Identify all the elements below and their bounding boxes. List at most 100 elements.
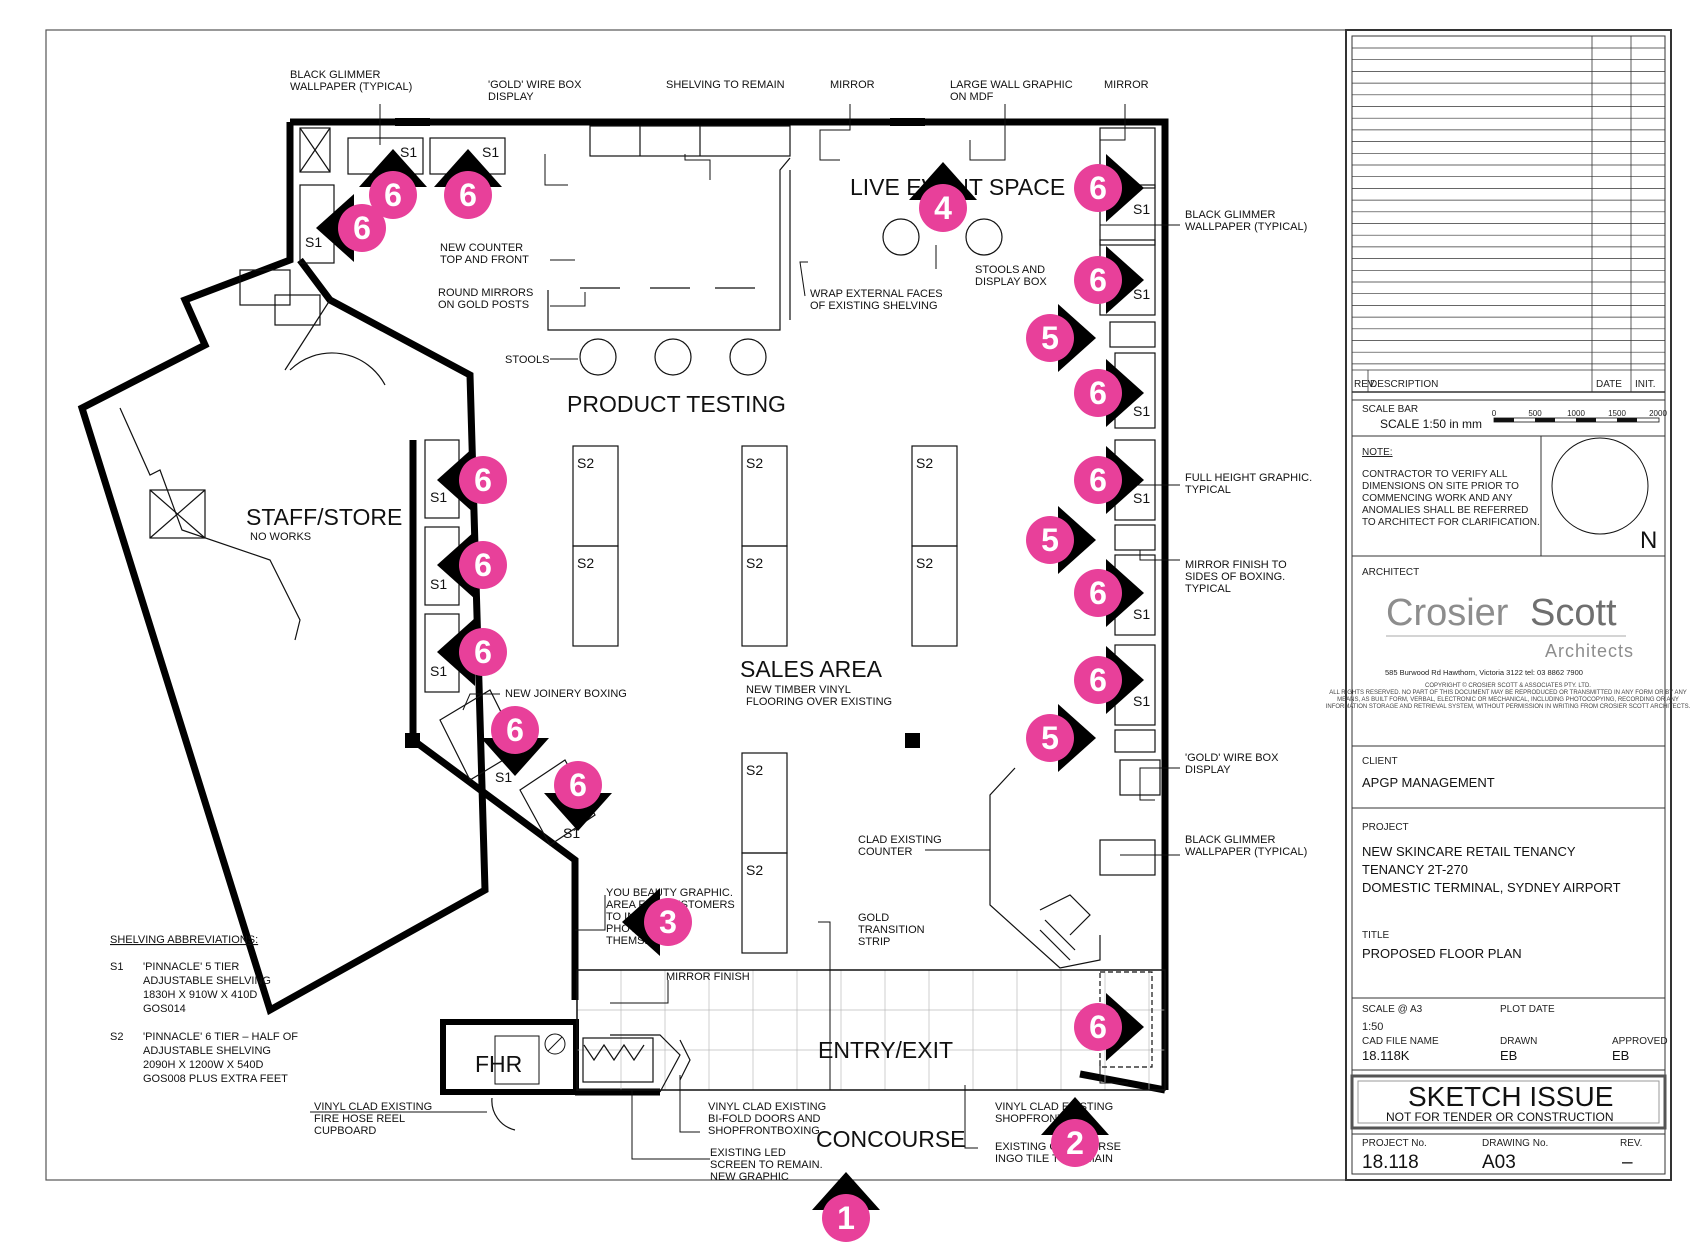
shelf-code-s1: S1 [430, 489, 447, 505]
label-stools-display: DISPLAY BOX [975, 276, 1047, 288]
tb-rev-label: REV. [1620, 1138, 1642, 1149]
callout-marker-m6: 6 [1074, 446, 1144, 514]
tb-drawn-value: EB [1500, 1048, 1517, 1063]
label-clad-counter: CLAD EXISTING [858, 834, 942, 846]
label-vinyl-bifold: SHOPFRONTBOXING [708, 1125, 820, 1137]
copyright-line: COPYRIGHT © CROSIER SCOTT & ASSOCIATES P… [1425, 682, 1591, 689]
callout-number: 6 [384, 177, 402, 213]
tb-drawn-label: DRAWN [1500, 1036, 1537, 1047]
scale-tick: 500 [1528, 409, 1542, 418]
label-vinyl-shopfront: SHOPFRONT [995, 1113, 1064, 1125]
callout-marker-m1: 1 [812, 1172, 880, 1242]
shelf-code-s1: S1 [1133, 201, 1150, 217]
tb-plot-date-label: PLOT DATE [1500, 1004, 1555, 1015]
callout-number: 6 [1089, 462, 1107, 498]
shelf-code-s1: S1 [1133, 403, 1150, 419]
callout-marker-m6: 6 [434, 149, 502, 219]
label-shelving-to-remain: SHELVING TO REMAIN [666, 79, 785, 91]
shelf-code-s1: S1 [495, 769, 512, 785]
label-wrap-external: OF EXISTING SHELVING [810, 300, 938, 312]
label-vinyl-fire: CUPBOARD [314, 1125, 376, 1137]
scale-tick: 2000 [1649, 409, 1667, 418]
shelf-code-s1: S1 [563, 825, 580, 841]
callout-number: 5 [1041, 320, 1059, 356]
label-new-joinery: NEW JOINERY BOXING [505, 688, 627, 700]
label-full-height: TYPICAL [1185, 484, 1231, 496]
shelving-legend: SHELVING ABBREVIATIONS: S1 S2 'PINNACLE'… [110, 934, 298, 1085]
copyright-line: ALL RIGHTS RESERVED. NO PART OF THIS DOC… [1329, 690, 1687, 696]
copyright-line: INFORMATION STORAGE AND RETRIEVAL SYSTEM… [1326, 704, 1691, 710]
label-gold-wire-box-2: 'GOLD' WIRE BOX [1185, 752, 1279, 764]
callout-number: 6 [569, 767, 587, 803]
room-entry-exit: ENTRY/EXIT [818, 1037, 953, 1063]
tb-cad-label: CAD FILE NAME [1362, 1036, 1439, 1047]
callout-marker-m6: 6 [437, 446, 507, 514]
label-black-glimmer-1: BLACK GLIMMER [290, 69, 381, 81]
callout-number: 6 [459, 177, 477, 213]
shelf-code-s1: S1 [430, 576, 447, 592]
shelf-code-s1: S1 [305, 234, 322, 250]
legend-s2-desc: 'PINNACLE' 6 TIER – HALF OF [143, 1031, 298, 1043]
title-block: REV. DESCRIPTION DATE INIT. SCALE BAR SC… [1326, 29, 1691, 1181]
callout-number: 3 [659, 904, 677, 940]
legend-s1-desc: ADJUSTABLE SHELVING [143, 975, 271, 987]
tb-title: PROPOSED FLOOR PLAN [1362, 946, 1522, 961]
label-mirror-1: MIRROR [830, 79, 875, 91]
tb-drawing-no-label: DRAWING No. [1482, 1138, 1548, 1149]
label-gold-transition: GOLD [858, 912, 889, 924]
label-flooring: NEW TIMBER VINYL [746, 684, 851, 696]
label-vinyl-bifold: BI-FOLD DOORS AND [708, 1113, 821, 1125]
room-staff-store: STAFF/STORE [246, 504, 402, 530]
label-gold-wire-box-1: 'GOLD' WIRE BOX [488, 79, 582, 91]
tb-scale-mm: SCALE 1:50 in mm [1380, 417, 1482, 431]
label-stools-display: STOOLS AND [975, 264, 1045, 276]
tb-client: APGP MANAGEMENT [1362, 775, 1495, 790]
callout-number: 6 [1089, 170, 1107, 206]
label-full-height: FULL HEIGHT GRAPHIC. [1185, 472, 1312, 484]
callout-marker-m6: 6 [437, 618, 507, 686]
callout-number: 6 [474, 462, 492, 498]
callout-marker-m5: 5 [1026, 304, 1096, 372]
label-new-counter: NEW COUNTER [440, 242, 523, 254]
callout-number: 6 [353, 210, 371, 246]
shelf-code-s1: S1 [482, 144, 499, 160]
north-point [1551, 437, 1649, 535]
callout-marker-m2: 2 [1041, 1097, 1109, 1167]
note-line: CONTRACTOR TO VERIFY ALL [1362, 469, 1508, 480]
shelf-code-s2: S2 [746, 455, 763, 471]
tb-scale-value: 1:50 [1362, 1021, 1383, 1033]
label-gold-wire-box-1: DISPLAY [488, 91, 534, 103]
callout-number: 6 [1089, 375, 1107, 411]
shelf-code-s2: S2 [746, 555, 763, 571]
fhr-cupboard [440, 1019, 579, 1095]
label-clad-counter: COUNTER [858, 846, 912, 858]
tb-note-title: NOTE: [1362, 447, 1393, 458]
label-vinyl-fire: FIRE HOSE REEL [314, 1113, 405, 1125]
legend-s1-code: S1 [110, 961, 123, 973]
label-vinyl-shopfront: VINYL CLAD EXISTING [995, 1101, 1113, 1113]
tb-project-no: 18.118 [1362, 1152, 1419, 1173]
shelf-code-s1: S1 [1133, 606, 1150, 622]
firm-logo-part2: Scott [1530, 592, 1617, 634]
label-new-counter: TOP AND FRONT [440, 254, 529, 266]
project-line: DOMESTIC TERMINAL, SYDNEY AIRPORT [1362, 880, 1621, 895]
label-large-wall-graphic: LARGE WALL GRAPHIC [950, 79, 1073, 91]
tb-scale-bar-label: SCALE BAR [1362, 404, 1418, 415]
scale-tick: 1500 [1608, 409, 1626, 418]
callout-marker-m6: 6 [1074, 993, 1144, 1061]
callout-marker-m6: 6 [1074, 246, 1144, 314]
callout-marker-m6: 6 [481, 706, 549, 776]
callout-marker-m3: 3 [622, 888, 692, 956]
callout-marker-m5: 5 [1026, 506, 1096, 574]
legend-s2-desc: GOS008 PLUS EXTRA FEET [143, 1073, 288, 1085]
legend-title: SHELVING ABBREVIATIONS: [110, 934, 258, 946]
shelf-code-s2: S2 [746, 762, 763, 778]
callout-marker-m6: 6 [316, 194, 386, 262]
legend-s1-desc: 'PINNACLE' 5 TIER [143, 961, 239, 973]
callout-number: 6 [1089, 262, 1107, 298]
label-black-glimmer-2: BLACK GLIMMER [1185, 209, 1276, 221]
walls [77, 118, 1169, 1096]
label-you-beauty: YOU BEAUTY GRAPHIC. [606, 887, 733, 899]
callout-marker-m4: 4 [909, 162, 977, 232]
